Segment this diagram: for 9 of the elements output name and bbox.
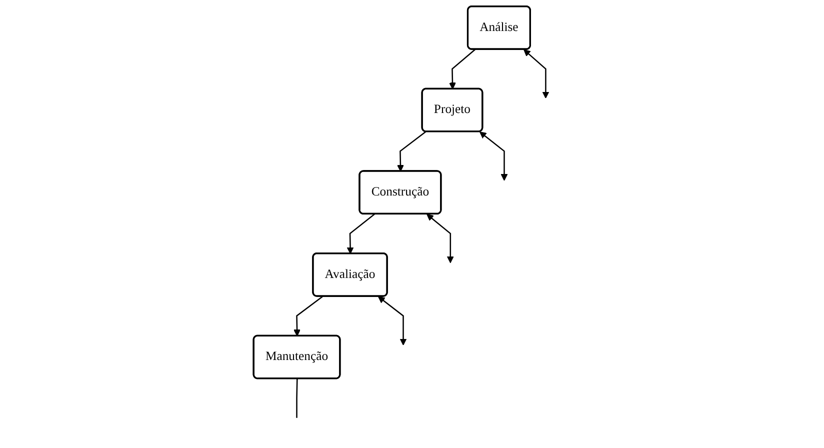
arrow [378,296,408,346]
arrow [427,214,454,264]
arrow [480,132,508,181]
arrow [397,131,427,172]
connector [296,378,298,418]
arrow [449,48,476,90]
arrow [294,296,324,336]
arrow [524,49,550,98]
arrow [347,214,376,254]
